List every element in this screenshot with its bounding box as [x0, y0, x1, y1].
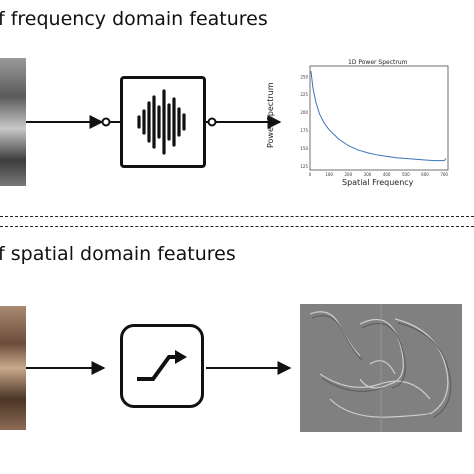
spatial-residual-image	[300, 304, 462, 432]
chart-y-label: Power Spectrum	[266, 82, 275, 149]
frequency-row-title: f frequency domain features	[0, 8, 268, 30]
chart-x-label: Spatial Frequency	[342, 178, 414, 187]
series-line	[310, 70, 447, 162]
x-tick-label: 0	[309, 172, 312, 177]
y-tick-label: 250	[300, 74, 308, 79]
x-tick-label: 300	[364, 172, 372, 177]
y-tick-label: 125	[300, 164, 308, 169]
input-photo-color	[0, 306, 26, 430]
x-tick-label: 200	[345, 172, 353, 177]
power-spectrum-chart: 0 100 200 300 400 500 600 700 125 150 175 200 225 250	[300, 65, 449, 177]
step-function-icon	[137, 350, 187, 381]
chart-title: 1D Power Spectrum	[348, 59, 408, 66]
input-photo-grayscale	[0, 58, 26, 186]
section-divider-bottom	[0, 226, 474, 227]
fft-transform-box	[120, 76, 206, 168]
waveform-icon	[137, 89, 186, 155]
y-tick-label: 150	[300, 146, 308, 151]
x-tick-label: 700	[440, 172, 448, 177]
y-tick-label: 175	[300, 128, 308, 133]
connector-dot-left	[101, 117, 111, 127]
connector-dot-right	[207, 117, 217, 127]
high-pass-filter-box	[120, 324, 204, 408]
x-tick-label: 600	[421, 172, 429, 177]
y-tick-label: 200	[300, 110, 308, 115]
y-tick-label: 225	[300, 92, 308, 97]
x-tick-label: 400	[383, 172, 391, 177]
plot-frame	[309, 65, 449, 171]
x-tick-label: 100	[325, 172, 333, 177]
section-divider-top	[0, 216, 474, 217]
x-tick-label: 500	[402, 172, 410, 177]
spatial-row-title: f spatial domain features	[0, 243, 236, 265]
